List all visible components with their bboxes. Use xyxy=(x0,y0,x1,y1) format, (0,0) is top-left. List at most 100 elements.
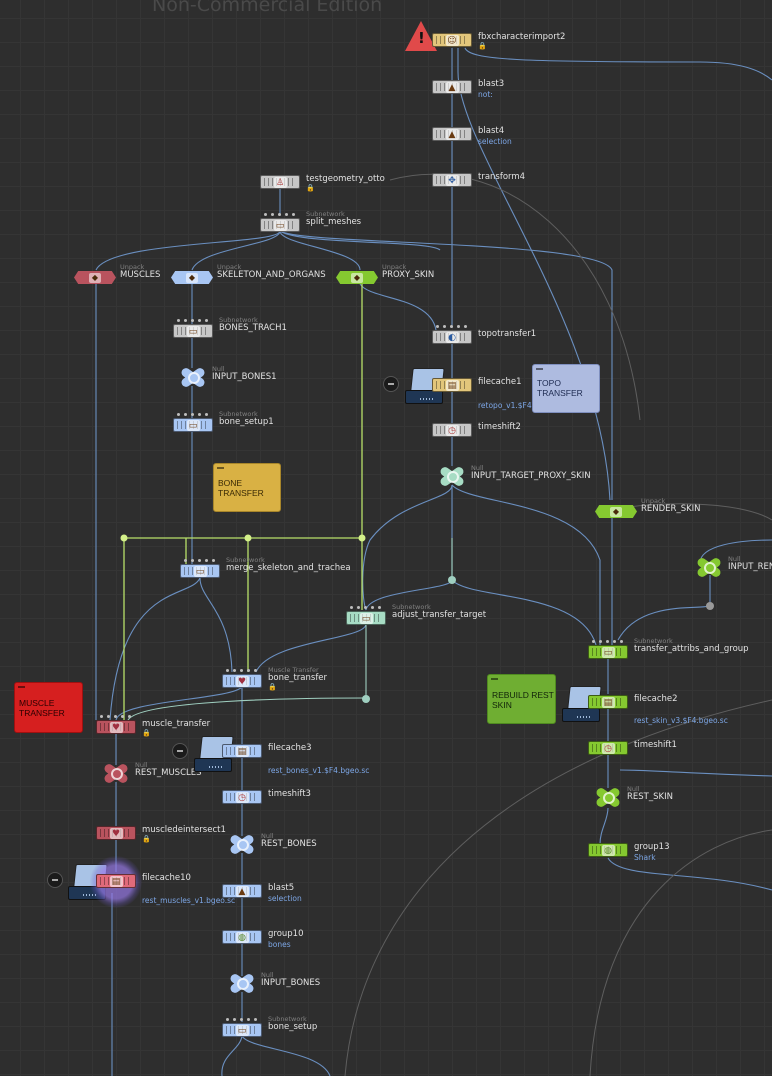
clock-icon: ◷ xyxy=(235,791,249,803)
lock-icon: 🔒 xyxy=(142,729,151,737)
node-label: SKELETON_AND_ORGANS xyxy=(217,270,326,280)
collapse-button[interactable] xyxy=(383,376,399,392)
muscle-icon: ♥ xyxy=(235,675,249,687)
null-icon xyxy=(694,555,724,579)
node-label: REST_SKIN xyxy=(627,792,673,802)
node-type: Null xyxy=(627,785,640,793)
node-type: Subnetwork xyxy=(634,637,673,645)
lock-icon: 🔒 xyxy=(268,683,277,691)
node-label: blast4 xyxy=(478,126,505,136)
watermark: Non-Commercial Edition xyxy=(152,0,383,16)
node-type: Unpack xyxy=(382,263,407,271)
warning-icon[interactable] xyxy=(405,21,437,51)
node-type: Unpack xyxy=(641,497,666,505)
node-type: Null xyxy=(212,365,225,373)
null-icon xyxy=(227,832,257,856)
node-label: INPUT_REN xyxy=(728,562,772,572)
muscle-icon: ♥ xyxy=(109,721,123,733)
subnet-icon: ▭ xyxy=(359,612,373,624)
node-type: Null xyxy=(135,761,148,769)
null-icon xyxy=(101,761,131,785)
collapse-button[interactable] xyxy=(172,743,188,759)
transform-icon: ✥ xyxy=(445,174,459,186)
node-label: transform4 xyxy=(478,172,526,182)
node-type: Null xyxy=(471,464,484,472)
node-label: timeshift1 xyxy=(634,740,677,750)
figure-icon: ♙ xyxy=(273,176,287,188)
lock-icon: 🔒 xyxy=(142,835,151,843)
node-label: filecache2 xyxy=(634,694,678,704)
node-label: blast5 xyxy=(268,883,295,893)
node-parameter: selection xyxy=(268,894,302,903)
sticky-text: BONE TRANSFER xyxy=(218,478,264,498)
subnet-icon: ▭ xyxy=(273,219,287,231)
unpack-icon: ◆ xyxy=(89,272,101,283)
sticky-text: MUSCLE TRANSFER xyxy=(19,698,65,718)
node-parameter: Shark xyxy=(634,853,656,862)
node-label: REST_MUSCLES xyxy=(135,768,202,778)
file-cache-icon: ▤ xyxy=(445,379,459,391)
node-parameter: bones xyxy=(268,940,291,949)
sticky-note-muscle-transfer[interactable]: MUSCLE TRANSFER xyxy=(14,682,83,733)
node-label: muscle_transfer xyxy=(142,719,211,729)
node-label: testgeometry_otto xyxy=(306,174,385,184)
node-label: bone_transfer xyxy=(268,673,328,683)
sticky-note-topo-transfer[interactable]: TOPO TRANSFER xyxy=(532,364,600,413)
sticky-text: REBUILD REST SKIN xyxy=(492,690,554,710)
node-parameter: rest_skin_v3.$F4.bgeo.sc xyxy=(634,716,728,725)
warning-exclamation: ! xyxy=(418,29,425,47)
node-type: Unpack xyxy=(217,263,242,271)
node-label: RENDER_SKIN xyxy=(641,504,701,514)
node-type: Muscle Transfer xyxy=(268,666,319,674)
node-label: transfer_attribs_and_group xyxy=(634,644,749,654)
null-icon xyxy=(227,971,257,995)
node-type: Null xyxy=(261,971,274,979)
collapse-button[interactable] xyxy=(47,872,63,888)
subnet-icon: ▭ xyxy=(235,1024,249,1036)
node-label: group10 xyxy=(268,929,304,939)
subnet-icon: ▭ xyxy=(186,419,200,431)
null-icon xyxy=(593,785,623,809)
null-icon xyxy=(178,365,208,389)
node-label: filecache10 xyxy=(142,873,191,883)
node-type: Subnetwork xyxy=(306,210,345,218)
group-icon: ◍ xyxy=(601,844,615,856)
blast-icon: ▲ xyxy=(445,128,459,140)
file-cache-icon: ▤ xyxy=(235,745,249,757)
node-type: Subnetwork xyxy=(392,603,431,611)
blast-icon: ▲ xyxy=(445,81,459,93)
node-type: Null xyxy=(261,832,274,840)
group-icon: ◍ xyxy=(235,931,249,943)
node-label: INPUT_BONES xyxy=(261,978,321,988)
lock-icon: 🔒 xyxy=(478,42,487,50)
unpack-icon: ◆ xyxy=(186,272,198,283)
node-label: blast3 xyxy=(478,79,505,89)
node-parameter: rest_bones_v1.$F4.bgeo.sc xyxy=(268,766,370,775)
subnet-icon: ▭ xyxy=(186,325,200,337)
node-parameter: retopo_v1.$F4.b xyxy=(478,401,539,410)
sticky-note-bone-transfer[interactable]: BONE TRANSFER xyxy=(213,463,281,512)
node-label: group13 xyxy=(634,842,670,852)
node-label: topotransfer1 xyxy=(478,329,537,339)
sticky-text: TOPO TRANSFER xyxy=(537,378,583,398)
subnet-icon: ▭ xyxy=(193,565,207,577)
node-label: timeshift2 xyxy=(478,422,521,432)
blast-icon: ▲ xyxy=(235,885,249,897)
subnet-icon: ▭ xyxy=(601,646,615,658)
unpack-icon: ◆ xyxy=(610,506,622,517)
node-label: timeshift3 xyxy=(268,789,311,799)
topo-transfer-icon: ◐ xyxy=(445,331,459,343)
clock-icon: ◷ xyxy=(601,742,615,754)
null-icon xyxy=(437,464,467,488)
node-type: Subnetwork xyxy=(226,556,265,564)
node-label: PROXY_SKIN xyxy=(382,270,435,280)
node-type: Subnetwork xyxy=(219,410,258,418)
node-parameter: rest_muscles_v1.bgeo.sc xyxy=(142,896,236,905)
node-label: adjust_transfer_target xyxy=(392,610,487,620)
character-import-icon: ☺ xyxy=(445,34,459,46)
node-label: filecache1 xyxy=(478,377,522,387)
node-label: filecache3 xyxy=(268,743,312,753)
sticky-note-rebuild-rest-skin[interactable]: REBUILD REST SKIN xyxy=(487,674,556,724)
